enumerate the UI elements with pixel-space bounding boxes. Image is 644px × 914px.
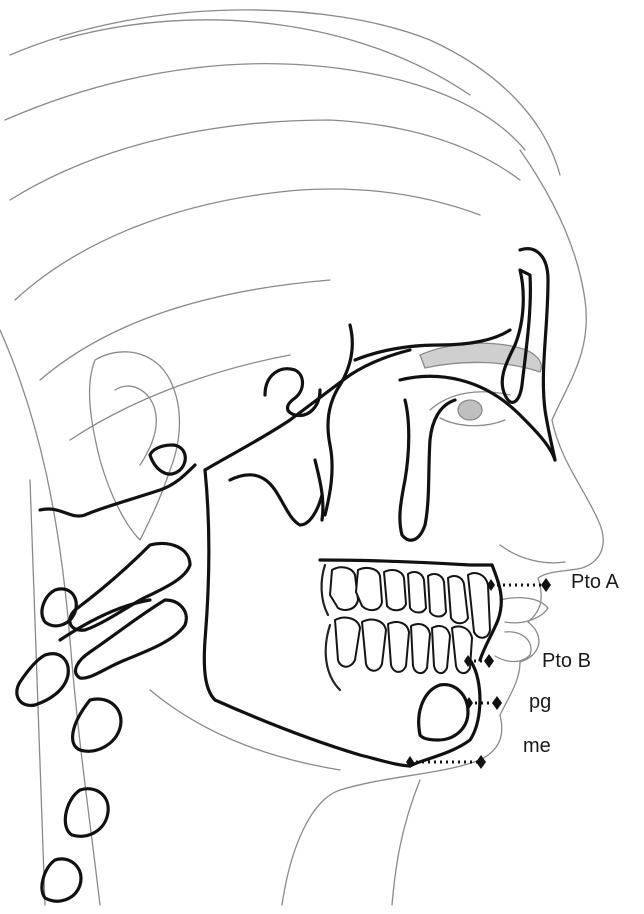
- landmark-label-me: me: [523, 735, 551, 758]
- neck-back: [30, 480, 45, 905]
- marker-pto-a-end: [541, 578, 551, 592]
- lower-lip: [495, 632, 531, 662]
- vertebra-5: [42, 589, 76, 626]
- upper-tooth-1: [330, 567, 358, 610]
- back-of-head: [0, 330, 100, 905]
- landmark-label-pg: pg: [529, 691, 551, 714]
- vertebra-1: [70, 544, 190, 631]
- orbit-inner: [502, 270, 530, 402]
- upper-tooth-6: [448, 576, 468, 623]
- symphysis-inner: [419, 685, 468, 740]
- hair-line-1: [10, 10, 560, 175]
- face-profile: [282, 150, 603, 905]
- hair-line-4: [10, 120, 520, 200]
- marker-pg-end: [492, 696, 502, 710]
- upper-tooth-4: [408, 572, 426, 613]
- nostril: [500, 545, 565, 563]
- landmark-label-pto-b: Pto B: [542, 650, 591, 673]
- hair-line-6: [40, 280, 330, 380]
- lower-tooth-5: [432, 626, 450, 673]
- lower-tooth-4: [411, 624, 430, 673]
- chin-neck: [392, 780, 420, 905]
- iris: [458, 400, 482, 420]
- lower-tooth-1: [335, 618, 360, 667]
- marker-pto-b-end: [484, 654, 494, 668]
- lower-tooth-2: [362, 620, 386, 671]
- alveolar-upper: [322, 565, 328, 615]
- coronoid: [230, 475, 322, 525]
- vertebra-2: [75, 600, 186, 678]
- upper-tooth-5: [428, 574, 446, 617]
- lower-tooth-3: [388, 622, 409, 672]
- clivus: [325, 325, 352, 515]
- landmark-label-pto-a: Pto A: [571, 571, 619, 594]
- lower-incisor: [452, 626, 472, 673]
- hair-line-5: [15, 189, 480, 300]
- sella: [265, 369, 320, 416]
- palate-line: [320, 560, 492, 565]
- condyle-ramus: [204, 470, 215, 700]
- upper-tooth-3: [384, 570, 406, 610]
- mastoid: [150, 445, 185, 474]
- upper-tooth-2: [356, 568, 382, 610]
- vertebra-7: [42, 859, 81, 901]
- hair-line-2: [60, 20, 470, 95]
- jaw-soft: [150, 690, 340, 770]
- soft-tissue-outline: [0, 10, 603, 905]
- mandible-lower-border: [215, 700, 410, 766]
- hair-line-3: [5, 64, 525, 150]
- vertebra-3: [17, 654, 68, 706]
- dentition: [322, 565, 490, 690]
- upper-incisor: [468, 573, 490, 638]
